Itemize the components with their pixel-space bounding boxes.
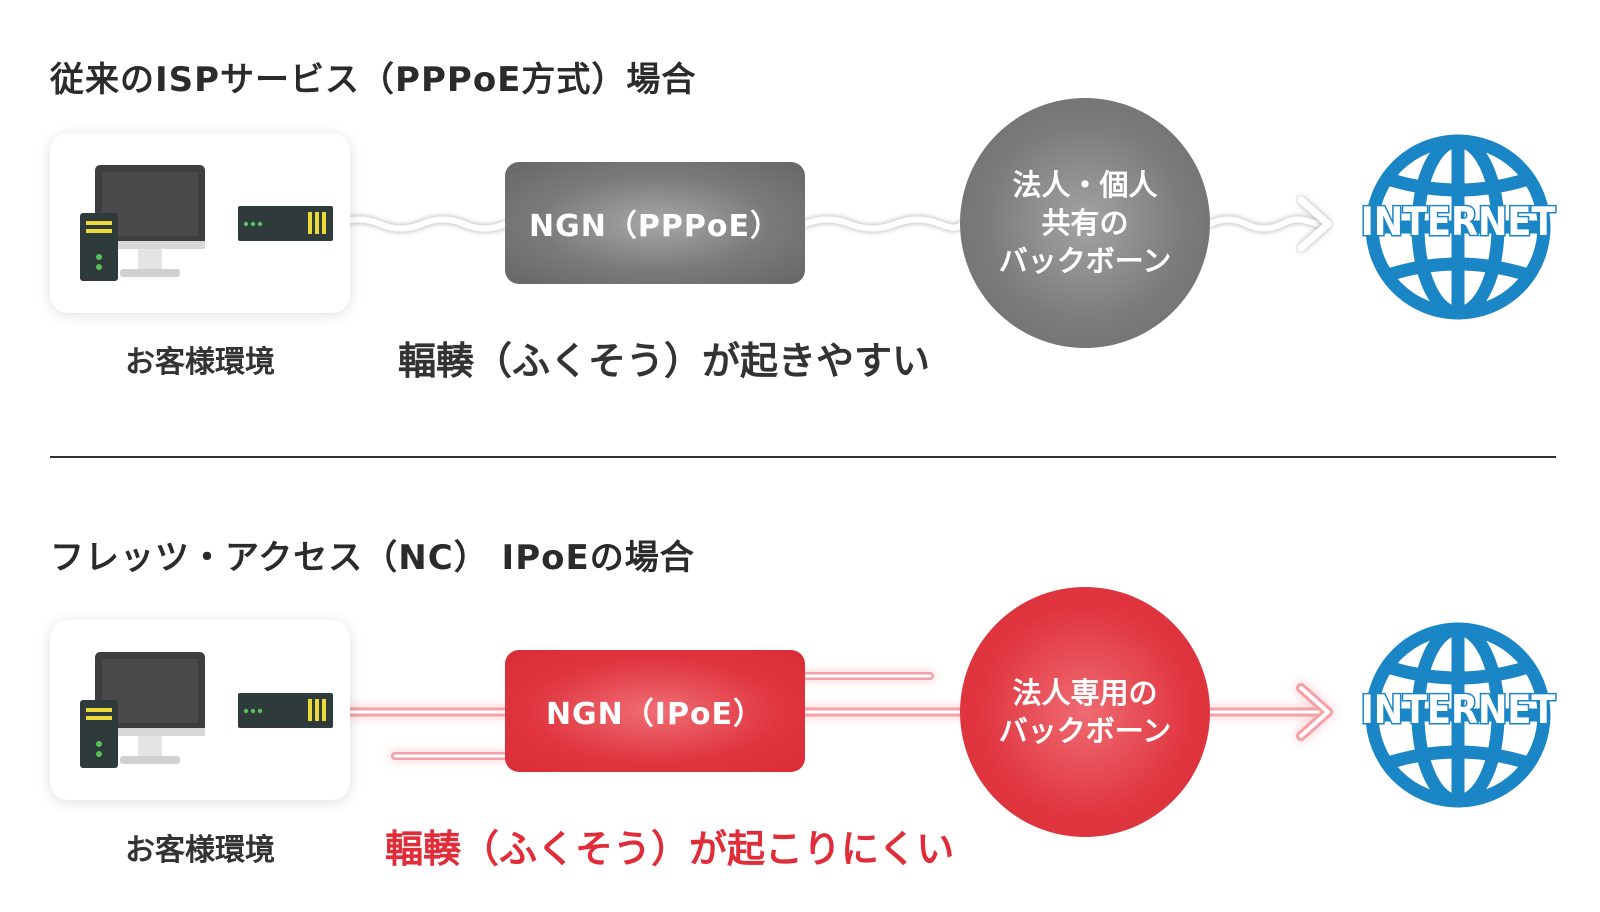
ipoe-backbone-line-2: バックボーン: [998, 714, 1172, 748]
pppoe-backbone-line-3: バックボーン: [998, 244, 1172, 278]
ipoe-customer-label: お客様環境: [125, 833, 275, 868]
pppoe-customer-label: お客様環境: [125, 345, 275, 380]
pppoe-backbone-node: 法人・個人 共有の バックボーン: [960, 98, 1210, 348]
pppoe-backbone-line-1: 法人・個人: [1012, 168, 1158, 202]
ipoe-congestion-note: 輻輳（ふくそう）が起こりにくい: [385, 827, 955, 871]
pc-tower-icon: [80, 700, 118, 768]
pppoe-wave-line-1: [335, 216, 508, 232]
pppoe-congestion-note: 輻輳（ふくそう）が起きやすい: [398, 339, 931, 383]
pppoe-backbone-line-2: 共有の: [1041, 206, 1129, 240]
pppoe-ngn-node: NGN（PPPoE）: [505, 162, 805, 284]
ipoe-backbone-line-1: 法人専用の: [1012, 676, 1158, 710]
pc-tower-icon: [80, 213, 118, 281]
ipoe-customer-card: [50, 620, 350, 800]
router-icon: [238, 693, 333, 728]
ipoe-ngn-node: NGN（IPoE）: [505, 650, 805, 772]
pppoe-section-title: 従来のISPサービス（PPPoE方式）場合: [50, 60, 697, 100]
section-divider: [50, 456, 1556, 458]
pppoe-wave-line-3: [1207, 216, 1321, 232]
router-icon: [238, 206, 333, 241]
pppoe-ngn-label: NGN（PPPoE）: [529, 209, 781, 244]
pppoe-wave-line-2: [802, 216, 965, 232]
pppoe-arrow-head: [1297, 196, 1332, 252]
ipoe-globe-icon: [1365, 622, 1551, 808]
ipoe-internet-label: INTERNET: [1359, 687, 1557, 735]
ipoe-ngn-label: NGN（IPoE）: [545, 697, 765, 732]
pppoe-internet-label: INTERNET: [1359, 199, 1557, 247]
ipoe-section-title: フレッツ・アクセス（NC） IPoEの場合: [50, 538, 695, 578]
pppoe-customer-card: [50, 133, 350, 313]
pppoe-globe-icon: [1365, 134, 1551, 320]
ipoe-backbone-node: 法人専用の バックボーン: [960, 587, 1210, 837]
